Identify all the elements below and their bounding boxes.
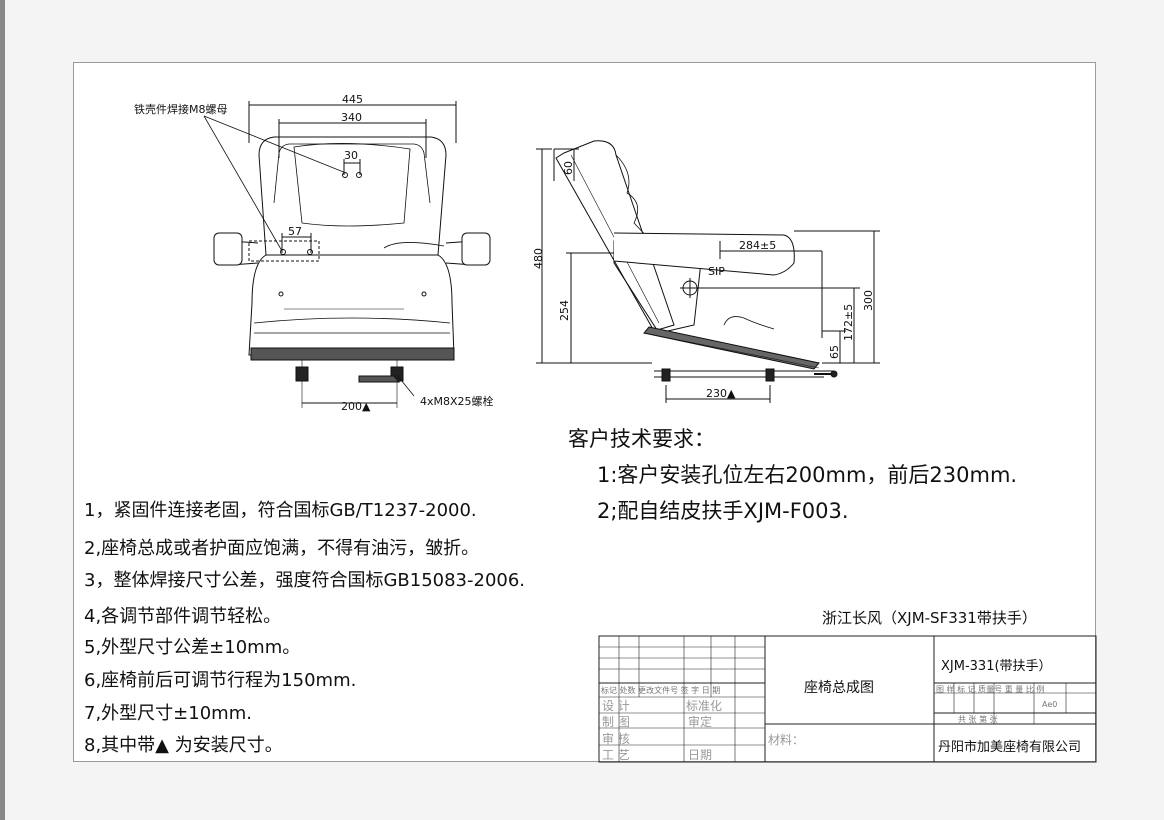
front-view-seat (203, 101, 491, 408)
label-bolts: 4xM8X25螺栓 (420, 394, 494, 408)
note-2: 2,座椅总成或者护面应饱满，不得有油污，皱折。 (84, 538, 480, 559)
dim-200: 200▲ (341, 400, 371, 413)
customer-requirement-2: 2;配自结皮扶手XJM-F003. (597, 499, 849, 523)
material-label: 材料： (768, 733, 805, 747)
dim-445: 445 (342, 93, 363, 106)
label-sip: SIP (708, 265, 725, 278)
dim-230: 230▲ (706, 387, 736, 400)
drawing-name: 座椅总成图 (804, 680, 874, 696)
label-welded-nut: 铁壳件焊接M8螺母 (134, 102, 228, 116)
dim-172: 172±5 (842, 304, 855, 341)
note-3: 3，整体焊接尺寸公差，强度符合国标GB15083-2006. (84, 570, 526, 591)
stage-header: 图 样 标 记 质量号 重 量 比 例 (936, 685, 1045, 694)
customer-requirement-1: 1:客户安装孔位左右200mm，前后230mm. (597, 463, 1018, 487)
row-approval: 审定 (688, 715, 713, 729)
stage-code: Ae0 (1042, 700, 1058, 709)
project-header: 浙江长风（XJM-SF331带扶手） (822, 609, 1037, 627)
company-name: 丹阳市加美座椅有限公司 (938, 740, 1082, 755)
dim-60: 60 (562, 161, 575, 175)
row-date: 日期 (688, 748, 713, 762)
dim-254: 254 (558, 300, 571, 321)
drawing-sheet: 445 340 30 57 200▲ 铁壳件焊接M8螺母 4xM8X25螺栓 6… (73, 62, 1097, 763)
note-8: 8,其中带▲ 为安装尺寸。 (84, 735, 283, 756)
side-view-seat (536, 140, 880, 403)
row-process: 工 艺 (602, 748, 630, 762)
dim-480: 480 (532, 248, 545, 269)
note-1: 1，紧固件连接老固，符合国标GB/T1237-2000. (84, 500, 477, 521)
left-edge-bar (0, 0, 5, 820)
note-4: 4,各调节部件调节轻松。 (84, 606, 282, 627)
dim-340: 340 (341, 111, 362, 124)
technical-drawing: 445 340 30 57 200▲ 铁壳件焊接M8螺母 4xM8X25螺栓 6… (134, 93, 1097, 763)
customer-requirements-title: 客户技术要求： (568, 427, 715, 451)
note-7: 7,外型尺寸±10mm. (84, 703, 252, 724)
row-drafting: 制 图 (602, 715, 630, 729)
note-5: 5,外型尺寸公差±10mm。 (84, 637, 301, 658)
revision-header: 标记 处数 更改文件号 签 字 日 期 (601, 686, 721, 695)
dim-284: 284±5 (739, 239, 776, 252)
row-checking: 审 核 (602, 732, 630, 746)
title-block-grid (598, 635, 1097, 763)
row-design: 设 计 (602, 699, 630, 713)
dim-65: 65 (828, 345, 841, 359)
note-6: 6,座椅前后可调节行程为150mm. (84, 670, 357, 691)
sheet-count-row: 共 张 第 张 (958, 715, 998, 724)
dim-300: 300 (862, 290, 875, 311)
model-number: XJM-331(带扶手） (941, 659, 1052, 674)
dim-30: 30 (344, 149, 358, 162)
row-standardization: 标准化 (686, 699, 723, 713)
dim-57: 57 (288, 225, 302, 238)
